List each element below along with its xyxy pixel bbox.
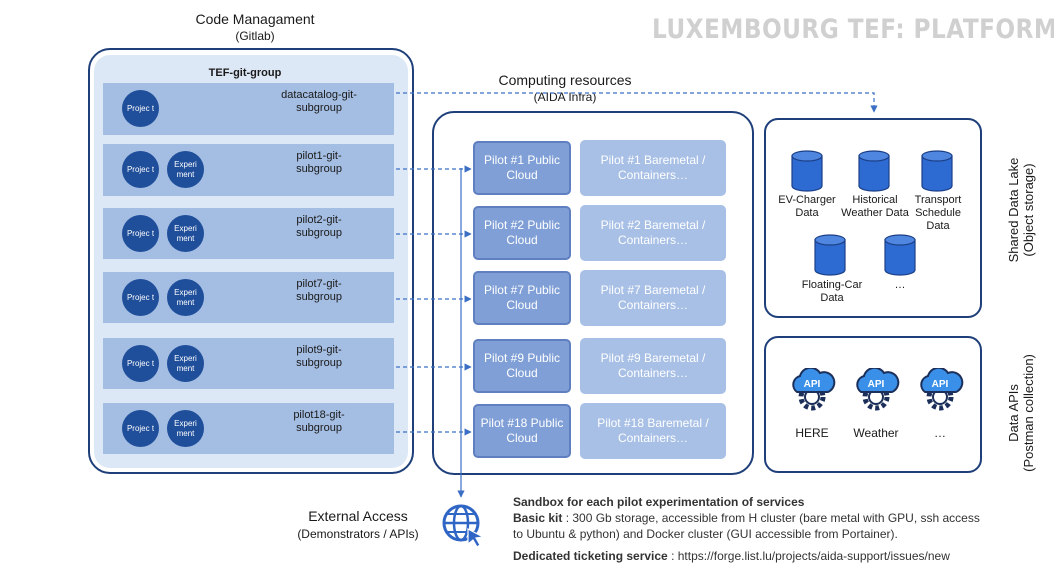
api-item-label: HERE (795, 426, 829, 440)
public-cloud-box: Pilot #9 Public Cloud (473, 339, 571, 393)
project-node: Projec t (122, 90, 159, 127)
baremetal-box: Pilot #7 Baremetal / Containers… (580, 270, 726, 326)
subgroup-label: pilot1-git-subgroup (296, 150, 342, 175)
notes-block: Sandbox for each pilot experimentation o… (513, 494, 983, 564)
subgroup-row: Projec t datacatalog-git-subgroup (103, 83, 394, 135)
data-lake-title: Shared Data Lake (1006, 157, 1021, 263)
subgroup-label: pilot9-git-subgroup (296, 344, 342, 369)
basic-kit-note: Basic kit : 300 Gb storage, accessible f… (513, 510, 983, 542)
data-lake-item-label: Historical Weather Data (841, 194, 909, 219)
api-item-label: Weather (853, 426, 899, 440)
subgroup-label: datacatalog-git-subgroup (281, 89, 357, 114)
basic-kit-text: : 300 Gb storage, accessible from H clus… (513, 511, 980, 541)
api-item-label: … (934, 426, 946, 440)
database-icon (791, 150, 823, 192)
data-apis-subtitle: (Postman collection) (1021, 354, 1036, 472)
svg-text:API: API (868, 379, 885, 390)
database-icon (858, 150, 890, 192)
data-lake-subtitle: (Object storage) (1021, 163, 1036, 257)
project-node: Projec t (122, 410, 159, 447)
api-cloud-icon: API (920, 368, 964, 411)
experiment-node: Experi ment (167, 279, 204, 316)
sandbox-title: Sandbox for each pilot experimentation o… (513, 495, 805, 509)
project-node: Projec t (122, 345, 159, 382)
experiment-node: Experi ment (167, 215, 204, 252)
public-cloud-box: Pilot #18 Public Cloud (473, 404, 571, 458)
baremetal-box: Pilot #2 Baremetal / Containers… (580, 205, 726, 261)
public-cloud-box: Pilot #2 Public Cloud (473, 206, 571, 260)
database-icon (921, 150, 953, 192)
baremetal-box: Pilot #18 Baremetal / Containers… (580, 403, 726, 459)
svg-text:API: API (932, 379, 949, 390)
globe-cursor-icon (442, 504, 485, 548)
project-node: Projec t (122, 151, 159, 188)
data-lake-item-label: Transport Schedule Data (914, 194, 962, 232)
database-icon (884, 234, 916, 276)
experiment-node: Experi ment (167, 151, 204, 188)
datacatalog-connector (396, 92, 878, 113)
code-management-subtitle: (Gitlab) (235, 29, 275, 43)
code-management-title: Code Managament (195, 11, 315, 27)
subgroup-label: pilot18-git-subgroup (293, 409, 345, 434)
data-apis-panel (764, 336, 982, 473)
ticketing-label: Dedicated ticketing service (513, 549, 668, 563)
computing-title: Computing resources (498, 72, 632, 88)
data-lake-panel (764, 118, 982, 318)
svg-text:API: API (804, 379, 821, 390)
database-icon (814, 234, 846, 276)
experiment-node: Experi ment (167, 345, 204, 382)
subgroup-label: pilot2-git-subgroup (296, 214, 342, 239)
public-cloud-box: Pilot #1 Public Cloud (473, 141, 571, 195)
ticketing-text: : https://forge.list.lu/projects/aida-su… (671, 549, 950, 563)
basic-kit-label: Basic kit (513, 511, 563, 525)
ticketing-note: Dedicated ticketing service : https://fo… (513, 548, 983, 564)
api-cloud-icon: API (792, 368, 836, 411)
data-lake-item-label: … (894, 279, 906, 291)
external-access-title: External Access (308, 508, 408, 524)
project-node: Projec t (122, 279, 159, 316)
data-apis-title: Data APIs (1006, 384, 1021, 442)
api-cloud-icon: API (856, 368, 900, 411)
git-group-label: TEF-git-group (208, 67, 282, 79)
external-access-subtitle: (Demonstrators / APIs) (297, 527, 419, 541)
data-lake-item-label: EV-Charger Data (778, 194, 836, 219)
data-lake-item-label: Floating-Car Data (801, 279, 863, 304)
gitlab-panel-border (88, 48, 414, 474)
subgroup-label: pilot7-git-subgroup (296, 278, 342, 303)
platform-title: LUXEMBOURG TEF: PLATFORM (652, 14, 1054, 45)
public-cloud-box: Pilot #7 Public Cloud (473, 271, 571, 325)
project-node: Projec t (122, 215, 159, 252)
baremetal-box: Pilot #9 Baremetal / Containers… (580, 338, 726, 394)
data-lake-label: Shared Data Lake (Object storage) (1006, 130, 1038, 290)
baremetal-box: Pilot #1 Baremetal / Containers… (580, 140, 726, 196)
computing-panel (432, 111, 754, 475)
data-apis-label: Data APIs (Postman collection) (1006, 333, 1038, 493)
experiment-node: Experi ment (167, 410, 204, 447)
